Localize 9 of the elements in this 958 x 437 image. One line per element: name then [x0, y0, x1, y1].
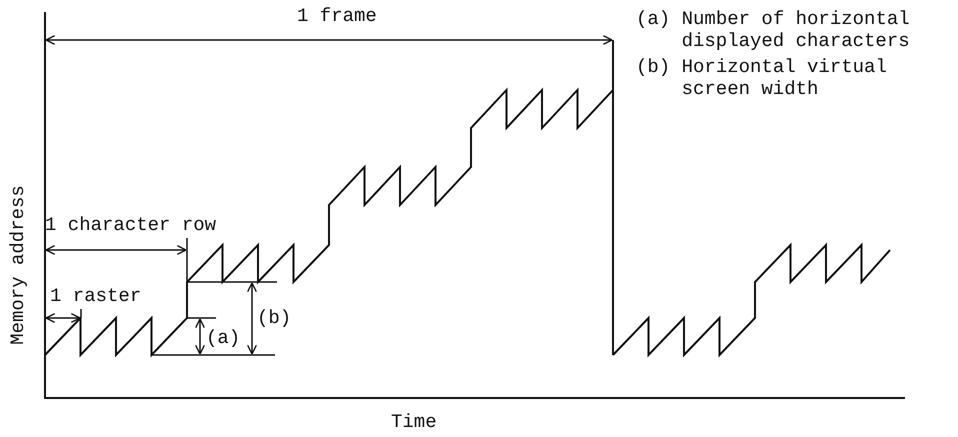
dimension-label: 1 frame — [297, 5, 377, 27]
dimension-label: (a) — [206, 327, 240, 349]
dimension-label: (b) — [257, 307, 292, 329]
axis-label: Time — [391, 411, 437, 433]
dimension-label: 1 character row — [45, 214, 216, 236]
dimension-label: 1 raster — [50, 285, 142, 307]
note-text: (a) Number of horizontal displayed characters — [636, 8, 911, 52]
note-text: (b) Horizontal virtual screen width — [636, 56, 888, 100]
axis-label: Memory address — [6, 185, 29, 345]
